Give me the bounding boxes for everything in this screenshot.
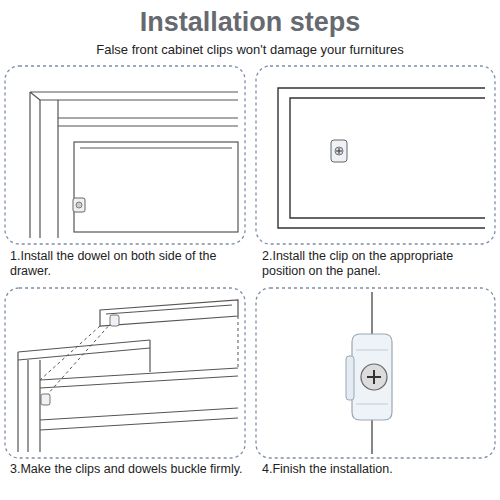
clip xyxy=(331,140,347,162)
step-caption: 2.Install the clip on the appropriate po… xyxy=(262,249,496,279)
dowel xyxy=(41,394,50,405)
drawer-frame xyxy=(30,92,238,238)
step-panel xyxy=(5,66,245,244)
front-panel xyxy=(278,88,485,228)
step-caption: 1.Install the dowel on both side of the … xyxy=(10,249,248,279)
title: Installation steps xyxy=(0,6,500,38)
step-panel xyxy=(5,288,245,458)
subtitle: False front cabinet clips won't damage y… xyxy=(0,42,500,58)
clip xyxy=(110,315,119,326)
drawer-assembly xyxy=(18,300,238,452)
step-panel xyxy=(256,66,495,244)
dowel xyxy=(73,198,85,212)
step-caption: 4.Finish the installation. xyxy=(262,462,496,477)
guide-line xyxy=(40,316,238,396)
step-caption: 3.Make the clips and dowels buckle firml… xyxy=(10,462,248,477)
installed-clip xyxy=(346,292,392,454)
step-panel xyxy=(256,288,495,458)
